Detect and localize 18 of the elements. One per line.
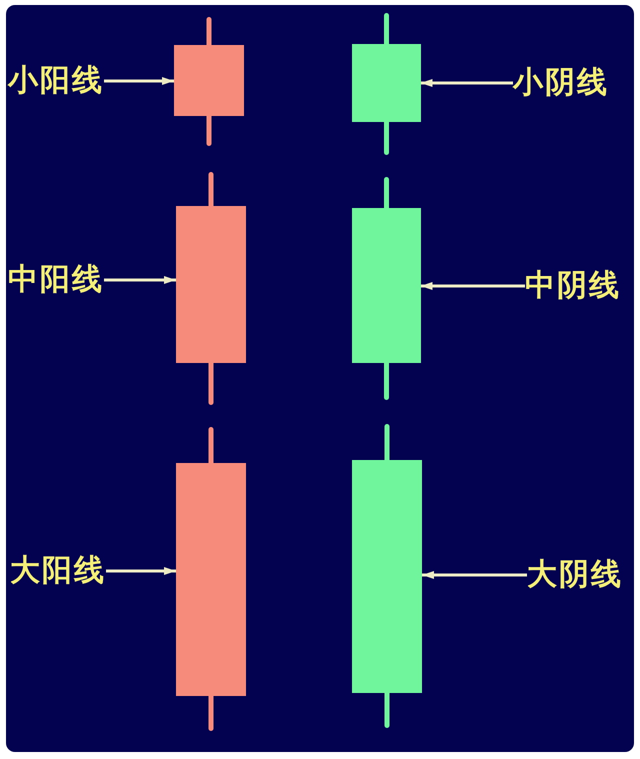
candlestick	[176, 172, 246, 405]
candlestick	[352, 424, 422, 728]
candle-label: 大阴线	[527, 557, 623, 593]
arrow	[422, 571, 527, 579]
candle-label: 大阳线	[10, 553, 106, 589]
candle-label: 中阳线	[8, 262, 104, 298]
candle-label: 中阴线	[525, 268, 621, 304]
arrow	[104, 276, 176, 284]
arrow	[420, 282, 525, 290]
candlestick	[176, 427, 246, 731]
candlestick	[352, 177, 420, 400]
arrow	[104, 77, 174, 85]
arrow	[106, 567, 176, 575]
arrow	[420, 79, 513, 87]
candlestick	[352, 13, 420, 155]
candle-label: 小阳线	[8, 63, 104, 99]
candlestick	[174, 17, 244, 146]
candle-label: 小阴线	[513, 65, 609, 101]
